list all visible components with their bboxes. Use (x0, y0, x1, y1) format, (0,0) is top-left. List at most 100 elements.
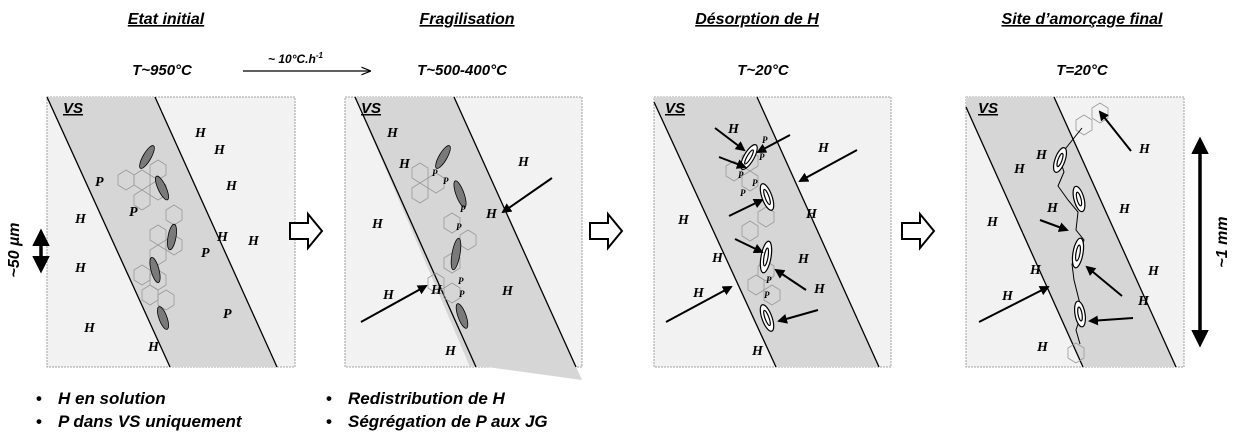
panel-desorption: VS P P P P P P P H H H H H H H H H (653, 96, 892, 368)
note-initial-2: •P dans VS uniquement (36, 412, 242, 431)
panel-fragilisation: VS P P P P P P H H H H H H H H H (344, 96, 583, 380)
transition-arrow (901, 211, 936, 251)
hydrogen-flux-arrows (665, 127, 858, 324)
svg-text:P: P (762, 135, 768, 145)
svg-text:H: H (1029, 263, 1042, 278)
note-fragilisation-2: •Ségrégation de P aux JG (326, 412, 548, 431)
segregation-band (47, 97, 277, 367)
hydrogen-atoms: H H H H H H H H H H H (986, 142, 1160, 355)
stage-title-final: Site d’amorçage final (1002, 11, 1163, 28)
svg-text:P: P (764, 290, 770, 300)
svg-text:P: P (752, 178, 758, 188)
hydrogen-voids (1052, 147, 1087, 328)
svg-text:H: H (74, 212, 87, 227)
precipitates (139, 145, 177, 330)
svg-text:P: P (458, 276, 464, 286)
svg-text:H: H (213, 143, 226, 158)
svg-text:H: H (986, 215, 999, 230)
svg-text:P: P (460, 204, 466, 214)
boundary-line (154, 96, 278, 368)
boundary-line (653, 101, 777, 368)
svg-text:H: H (386, 126, 399, 141)
scale-right-label: ~1 mm (1214, 216, 1231, 267)
svg-text:P: P (759, 152, 765, 162)
svg-text:P: P (432, 168, 438, 178)
svg-text:H: H (398, 157, 411, 172)
segregated-p: P P P P P P (432, 168, 466, 299)
vs-label: VS (978, 100, 998, 117)
svg-text:H: H (83, 321, 96, 336)
svg-text:H: H (225, 179, 238, 194)
svg-text:H: H (817, 141, 830, 156)
svg-text:H: H (501, 284, 514, 299)
svg-text:H: H (1138, 142, 1151, 157)
vs-label: VS (665, 100, 685, 117)
stage-title-initial: Etat initial (128, 11, 205, 28)
hydrogen-atoms: H H H H H H H H H (677, 122, 830, 359)
svg-text:P: P (443, 176, 449, 186)
stage-title-desorption: Désorption de H (695, 11, 819, 28)
svg-text:P: P (766, 275, 772, 285)
note-fragilisation-1: •Redistribution de H (326, 389, 505, 408)
vs-label: VS (361, 100, 381, 117)
svg-text:H: H (194, 126, 207, 141)
boundary-line (354, 96, 477, 368)
svg-text:P: P (95, 175, 104, 190)
svg-text:H: H (677, 213, 690, 228)
svg-text:H: H (216, 230, 229, 245)
scale-1mm: ~1 mm (1191, 136, 1231, 348)
segregation-band (966, 97, 1176, 367)
hydrogen-atoms: H H H H H H H H H (74, 126, 260, 355)
temperature-initial: T~950°C (132, 62, 193, 79)
svg-text:H: H (1118, 202, 1131, 217)
svg-text:H: H (805, 207, 818, 222)
panel-final: VS H H H H H H H H H H H (965, 96, 1185, 368)
panel-initial: VS H H H H H H H H H P P P P (46, 96, 296, 368)
svg-text:H: H (517, 155, 530, 170)
svg-text:H: H (1036, 340, 1049, 355)
svg-text:H: H (74, 261, 87, 276)
segregation-band (654, 97, 879, 367)
cooling-rate-label: ~ 10°C.h-1 (268, 51, 323, 66)
svg-text:H: H (1147, 264, 1160, 279)
scale-50um: ~50 µm (6, 222, 50, 278)
svg-text:H: H (751, 344, 764, 359)
svg-text:P: P (459, 289, 465, 299)
svg-text:H: H (797, 252, 810, 267)
transition-arrow (589, 211, 624, 251)
phosphorus-atoms: P P P P (95, 175, 232, 322)
svg-text:H: H (382, 288, 395, 303)
boundary-line (46, 96, 171, 368)
hydrogen-flux-arrows (978, 110, 1134, 326)
svg-text:H: H (813, 282, 826, 297)
temperature-final: T=20°C (1056, 62, 1109, 79)
grain-cluster (117, 159, 183, 311)
temperature-desorption: T~20°C (737, 62, 790, 79)
svg-text:H: H (430, 283, 443, 298)
svg-text:H: H (692, 286, 705, 301)
transition-arrow (289, 211, 324, 251)
hydrogen-flux-arrows (360, 177, 553, 323)
boundary-line (965, 106, 1084, 368)
svg-text:H: H (147, 340, 160, 355)
svg-text:H: H (1013, 162, 1026, 177)
svg-text:H: H (371, 217, 384, 232)
svg-text:H: H (1001, 289, 1014, 304)
svg-text:P: P (740, 188, 746, 198)
svg-text:H: H (485, 207, 498, 222)
svg-text:H: H (1035, 148, 1048, 163)
boundary-line (1053, 96, 1177, 368)
note-initial-1: •H en solution (36, 389, 166, 408)
segregated-p: P P P P P P P (738, 135, 772, 300)
hydrogen-voids (740, 144, 775, 332)
temperature-fragilisation: T~500-400°C (417, 62, 508, 79)
svg-text:P: P (456, 222, 462, 232)
stage-title-fragilisation: Fragilisation (419, 11, 514, 28)
svg-text:P: P (201, 246, 210, 261)
precipitates (435, 145, 469, 329)
svg-text:H: H (444, 344, 457, 359)
svg-text:P: P (223, 307, 232, 322)
svg-text:H: H (1137, 294, 1150, 309)
svg-text:P: P (738, 170, 744, 180)
svg-text:H: H (711, 251, 724, 266)
